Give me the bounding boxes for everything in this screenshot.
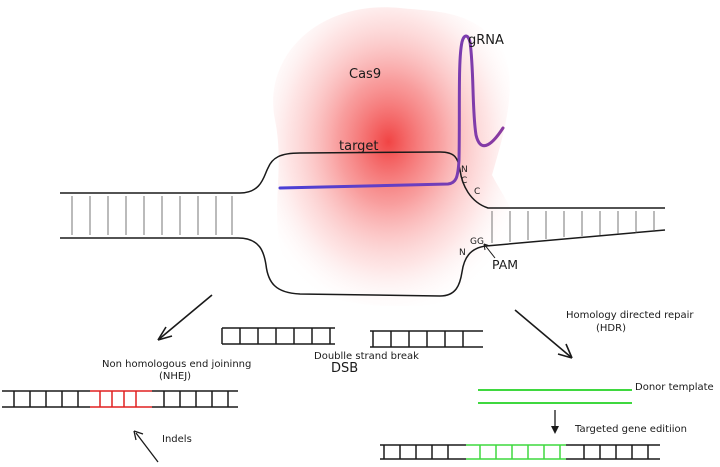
donor-template	[478, 389, 632, 404]
arrows	[133, 294, 573, 463]
label-indels: Indels	[162, 434, 192, 445]
label-donor-template: Donor template	[635, 382, 714, 393]
dsb-fragments	[221, 327, 483, 348]
pam-arrow	[483, 243, 496, 259]
top-strand	[60, 151, 665, 209]
label-hdr-line1: Homology directed repair	[566, 310, 694, 321]
label-cas9: Cas9	[349, 67, 382, 82]
cas9-cloud	[273, 7, 514, 307]
label-hdr-line2: (HDR)	[596, 323, 626, 334]
label-targeted-edit: Targeted gene editiion	[575, 424, 687, 435]
label-nhej-line2: (NHEJ)	[159, 371, 192, 382]
dna-rungs-left	[71, 196, 233, 235]
nhej-product	[2, 390, 238, 408]
bottom-strand	[60, 229, 666, 297]
arrow-indels	[135, 432, 159, 463]
grna-strand	[278, 34, 505, 190]
label-pam: PAM	[492, 257, 519, 272]
label-n-top: N	[461, 165, 468, 175]
dna-strands	[60, 151, 666, 297]
label-dsb: DSB	[331, 361, 359, 376]
label-n-bottom: N	[459, 248, 466, 258]
label-c-top2: C	[474, 187, 481, 197]
label-target: target	[339, 139, 379, 154]
label-grna: gRNA	[468, 33, 504, 48]
dna-rungs-right	[491, 211, 655, 243]
hdr-product	[380, 444, 660, 460]
label-gg: GG	[470, 237, 484, 247]
label-nhej-line1: Non homologous end joininng	[102, 359, 252, 370]
arrow-to-hdr	[514, 309, 573, 359]
label-dsb-caption: Doublle strand break	[314, 351, 419, 362]
arrow-to-nhej	[157, 294, 213, 341]
label-c-top1: C	[461, 176, 468, 186]
